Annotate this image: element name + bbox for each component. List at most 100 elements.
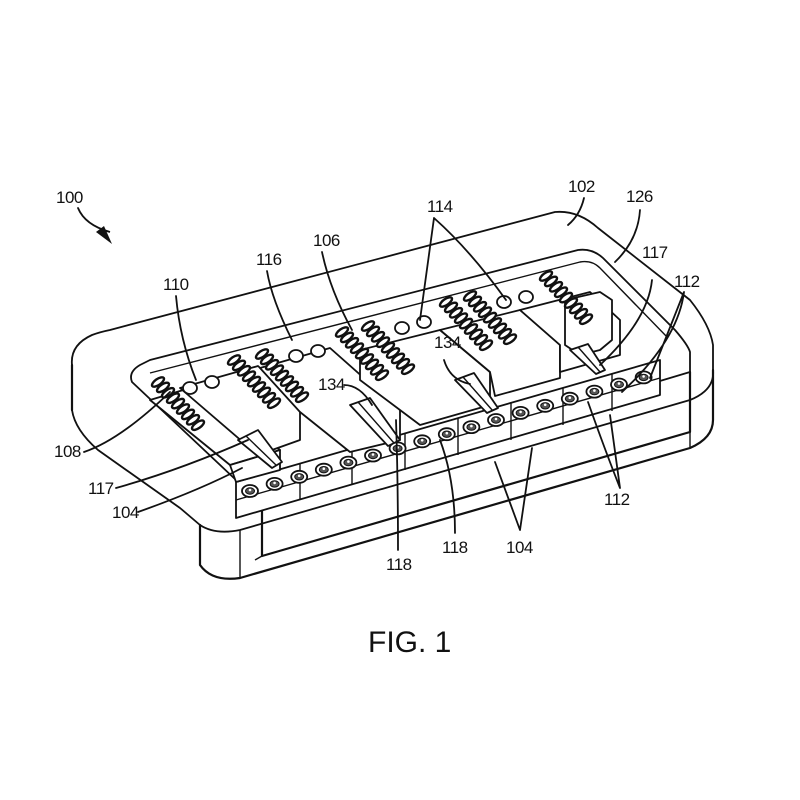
spring-coil — [279, 375, 295, 387]
spring-coil — [380, 341, 396, 354]
spring-coil — [543, 275, 559, 288]
contact-highlight — [371, 453, 375, 456]
leader-lines — [77, 197, 685, 551]
spring-coil — [274, 369, 290, 382]
spring-coil — [553, 286, 569, 299]
spring-coil — [334, 326, 350, 338]
hole — [182, 381, 198, 395]
blades — [237, 343, 606, 469]
spring-coil — [266, 397, 282, 410]
spring-coil — [478, 339, 494, 352]
contact-highlight — [445, 431, 449, 435]
ref-108: 108 — [54, 442, 81, 461]
ref-102: 102 — [568, 177, 595, 196]
contact-highlight — [470, 424, 473, 428]
spring-coil — [467, 295, 483, 308]
spring-coil — [254, 348, 270, 360]
spring-coil — [458, 317, 474, 330]
contact-highlight — [593, 389, 596, 392]
hole — [310, 344, 326, 358]
reference-labels: 100 102 126 110 116 106 114 117 112 134 … — [54, 177, 700, 574]
spring-coils — [150, 270, 594, 432]
spring-coil — [443, 301, 459, 314]
contact-highlight — [617, 382, 621, 385]
housing-front-wall — [198, 368, 715, 580]
contact-highlight — [519, 410, 522, 414]
ref-104-bottom: 104 — [506, 538, 533, 557]
spring-coil — [360, 320, 376, 332]
spring-coil — [492, 322, 508, 335]
ref-118-left: 118 — [386, 555, 412, 574]
spring-coil — [165, 392, 181, 405]
spring-coil — [463, 323, 479, 335]
contact-highlight — [347, 460, 350, 463]
ref-114: 114 — [427, 197, 453, 216]
spring-coil — [538, 270, 554, 282]
spring-coil — [462, 290, 478, 302]
spring-coil — [473, 333, 489, 346]
spring-coil — [438, 296, 454, 308]
spring-coil — [497, 327, 513, 340]
spring-coil — [365, 325, 381, 338]
spring-coil — [453, 312, 469, 325]
contact-highlight — [420, 439, 424, 442]
ref-134-left: 134 — [318, 375, 345, 394]
spring-coil — [251, 381, 267, 393]
ref-104-left: 104 — [112, 503, 139, 522]
ref-112-bottom: 112 — [604, 490, 630, 509]
ref-106: 106 — [313, 231, 340, 250]
ref-112-top: 112 — [674, 272, 700, 291]
spring-coil — [180, 408, 196, 421]
spring-coil — [269, 364, 285, 377]
spring-coil — [385, 347, 401, 359]
spring-coil — [502, 333, 518, 346]
spring-coil — [256, 386, 272, 399]
hole — [394, 321, 410, 335]
spring-coil — [374, 369, 390, 382]
spring-coil — [472, 300, 488, 313]
spring-coil — [364, 358, 380, 371]
spring-coil — [226, 354, 242, 366]
spring-coil — [241, 370, 257, 383]
ref-116: 116 — [256, 250, 282, 269]
ref-126: 126 — [626, 187, 653, 206]
spring-coil — [294, 391, 310, 404]
contact-highlight — [642, 375, 645, 378]
spring-coil — [150, 376, 166, 388]
spring-coil — [375, 336, 391, 349]
spring-coil — [370, 330, 386, 343]
spring-coil — [563, 297, 579, 309]
contact-highlight — [568, 396, 572, 400]
spring-coil — [236, 364, 252, 377]
spring-coil — [369, 363, 385, 376]
contact-highlight — [273, 481, 276, 485]
contact-highlight — [297, 474, 301, 478]
contact-highlight — [248, 488, 252, 492]
spring-coil — [400, 363, 416, 376]
spring-coil — [185, 413, 201, 426]
ref-117-left: 117 — [88, 479, 114, 498]
spring-coil — [289, 385, 305, 398]
spring-coil — [155, 381, 171, 394]
spring-coil — [339, 331, 355, 344]
spring-coil — [349, 342, 365, 355]
ref-134-right: 134 — [434, 333, 461, 352]
spring-coil — [482, 311, 498, 324]
hole — [288, 349, 304, 363]
spring-coil — [264, 358, 280, 371]
contact-highlight — [494, 417, 498, 421]
spring-coil — [261, 391, 277, 404]
spring-coil — [231, 359, 247, 372]
spring-coil — [359, 353, 375, 365]
spring-coil — [395, 357, 411, 370]
ref-117-right: 117 — [642, 243, 668, 262]
ref-118-right: 118 — [442, 538, 468, 557]
spring-coil — [354, 347, 370, 360]
spring-coil — [548, 280, 564, 293]
spring-coil — [477, 306, 493, 319]
spring-coil — [344, 336, 360, 349]
ref-100: 100 — [56, 188, 83, 207]
hole — [204, 375, 220, 389]
spring-coil — [468, 328, 484, 341]
